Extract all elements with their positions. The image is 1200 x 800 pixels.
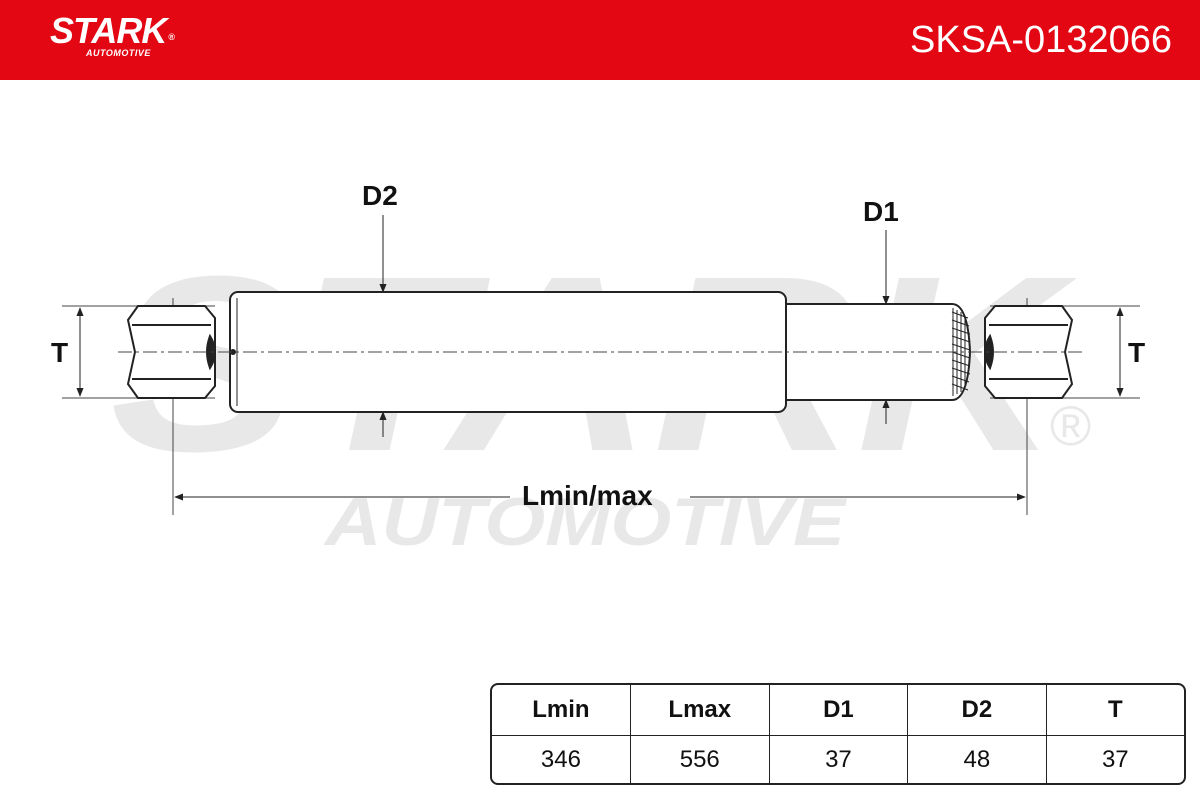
spec-value-lmax: 556 (631, 736, 770, 783)
brand-logo-subtext: AUTOMOTIVE (86, 48, 151, 58)
shock-absorber-diagram: STARK AUTOMOTIVE ® (0, 80, 1200, 660)
spec-header-d2: D2 (908, 685, 1047, 736)
spec-value-t: 37 (1101, 745, 1129, 773)
header-bar: STARK® AUTOMOTIVE SKSA-0132066 (0, 0, 1200, 80)
d1-label: D1 (863, 196, 899, 227)
spec-table: Lmin Lmax D1 D2 T 346 556 37 48 37 (490, 683, 1186, 785)
t-right-label: T (1128, 337, 1146, 368)
spec-table-value-row: 346 556 37 48 37 (492, 736, 1184, 783)
spec-value-lmin: 346 (492, 736, 631, 783)
spec-header-d1: D1 (769, 685, 909, 736)
t-left-label: T (51, 337, 69, 368)
part-number: SKSA-0132066 (910, 19, 1172, 61)
spec-header-lmax: Lmax (630, 685, 770, 736)
dimension-lines (76, 215, 1124, 501)
spec-header-t: T (1046, 685, 1184, 736)
spec-value-d1: 37 (770, 736, 909, 783)
spec-table-header-row: Lmin Lmax D1 D2 T (492, 685, 1184, 736)
length-label: Lmin/max (522, 480, 653, 511)
diagram-svg: STARK AUTOMOTIVE ® (62, 215, 1140, 560)
brand-logo-text: STARK (50, 10, 167, 51)
spec-value-d2: 48 (908, 736, 1047, 783)
spec-header-lmin: Lmin (492, 685, 631, 736)
brand-registered-mark: ® (168, 32, 175, 42)
brand-logo: STARK® AUTOMOTIVE (50, 10, 175, 59)
watermark-registered-mark: ® (1050, 394, 1091, 457)
d2-label: D2 (362, 180, 398, 211)
